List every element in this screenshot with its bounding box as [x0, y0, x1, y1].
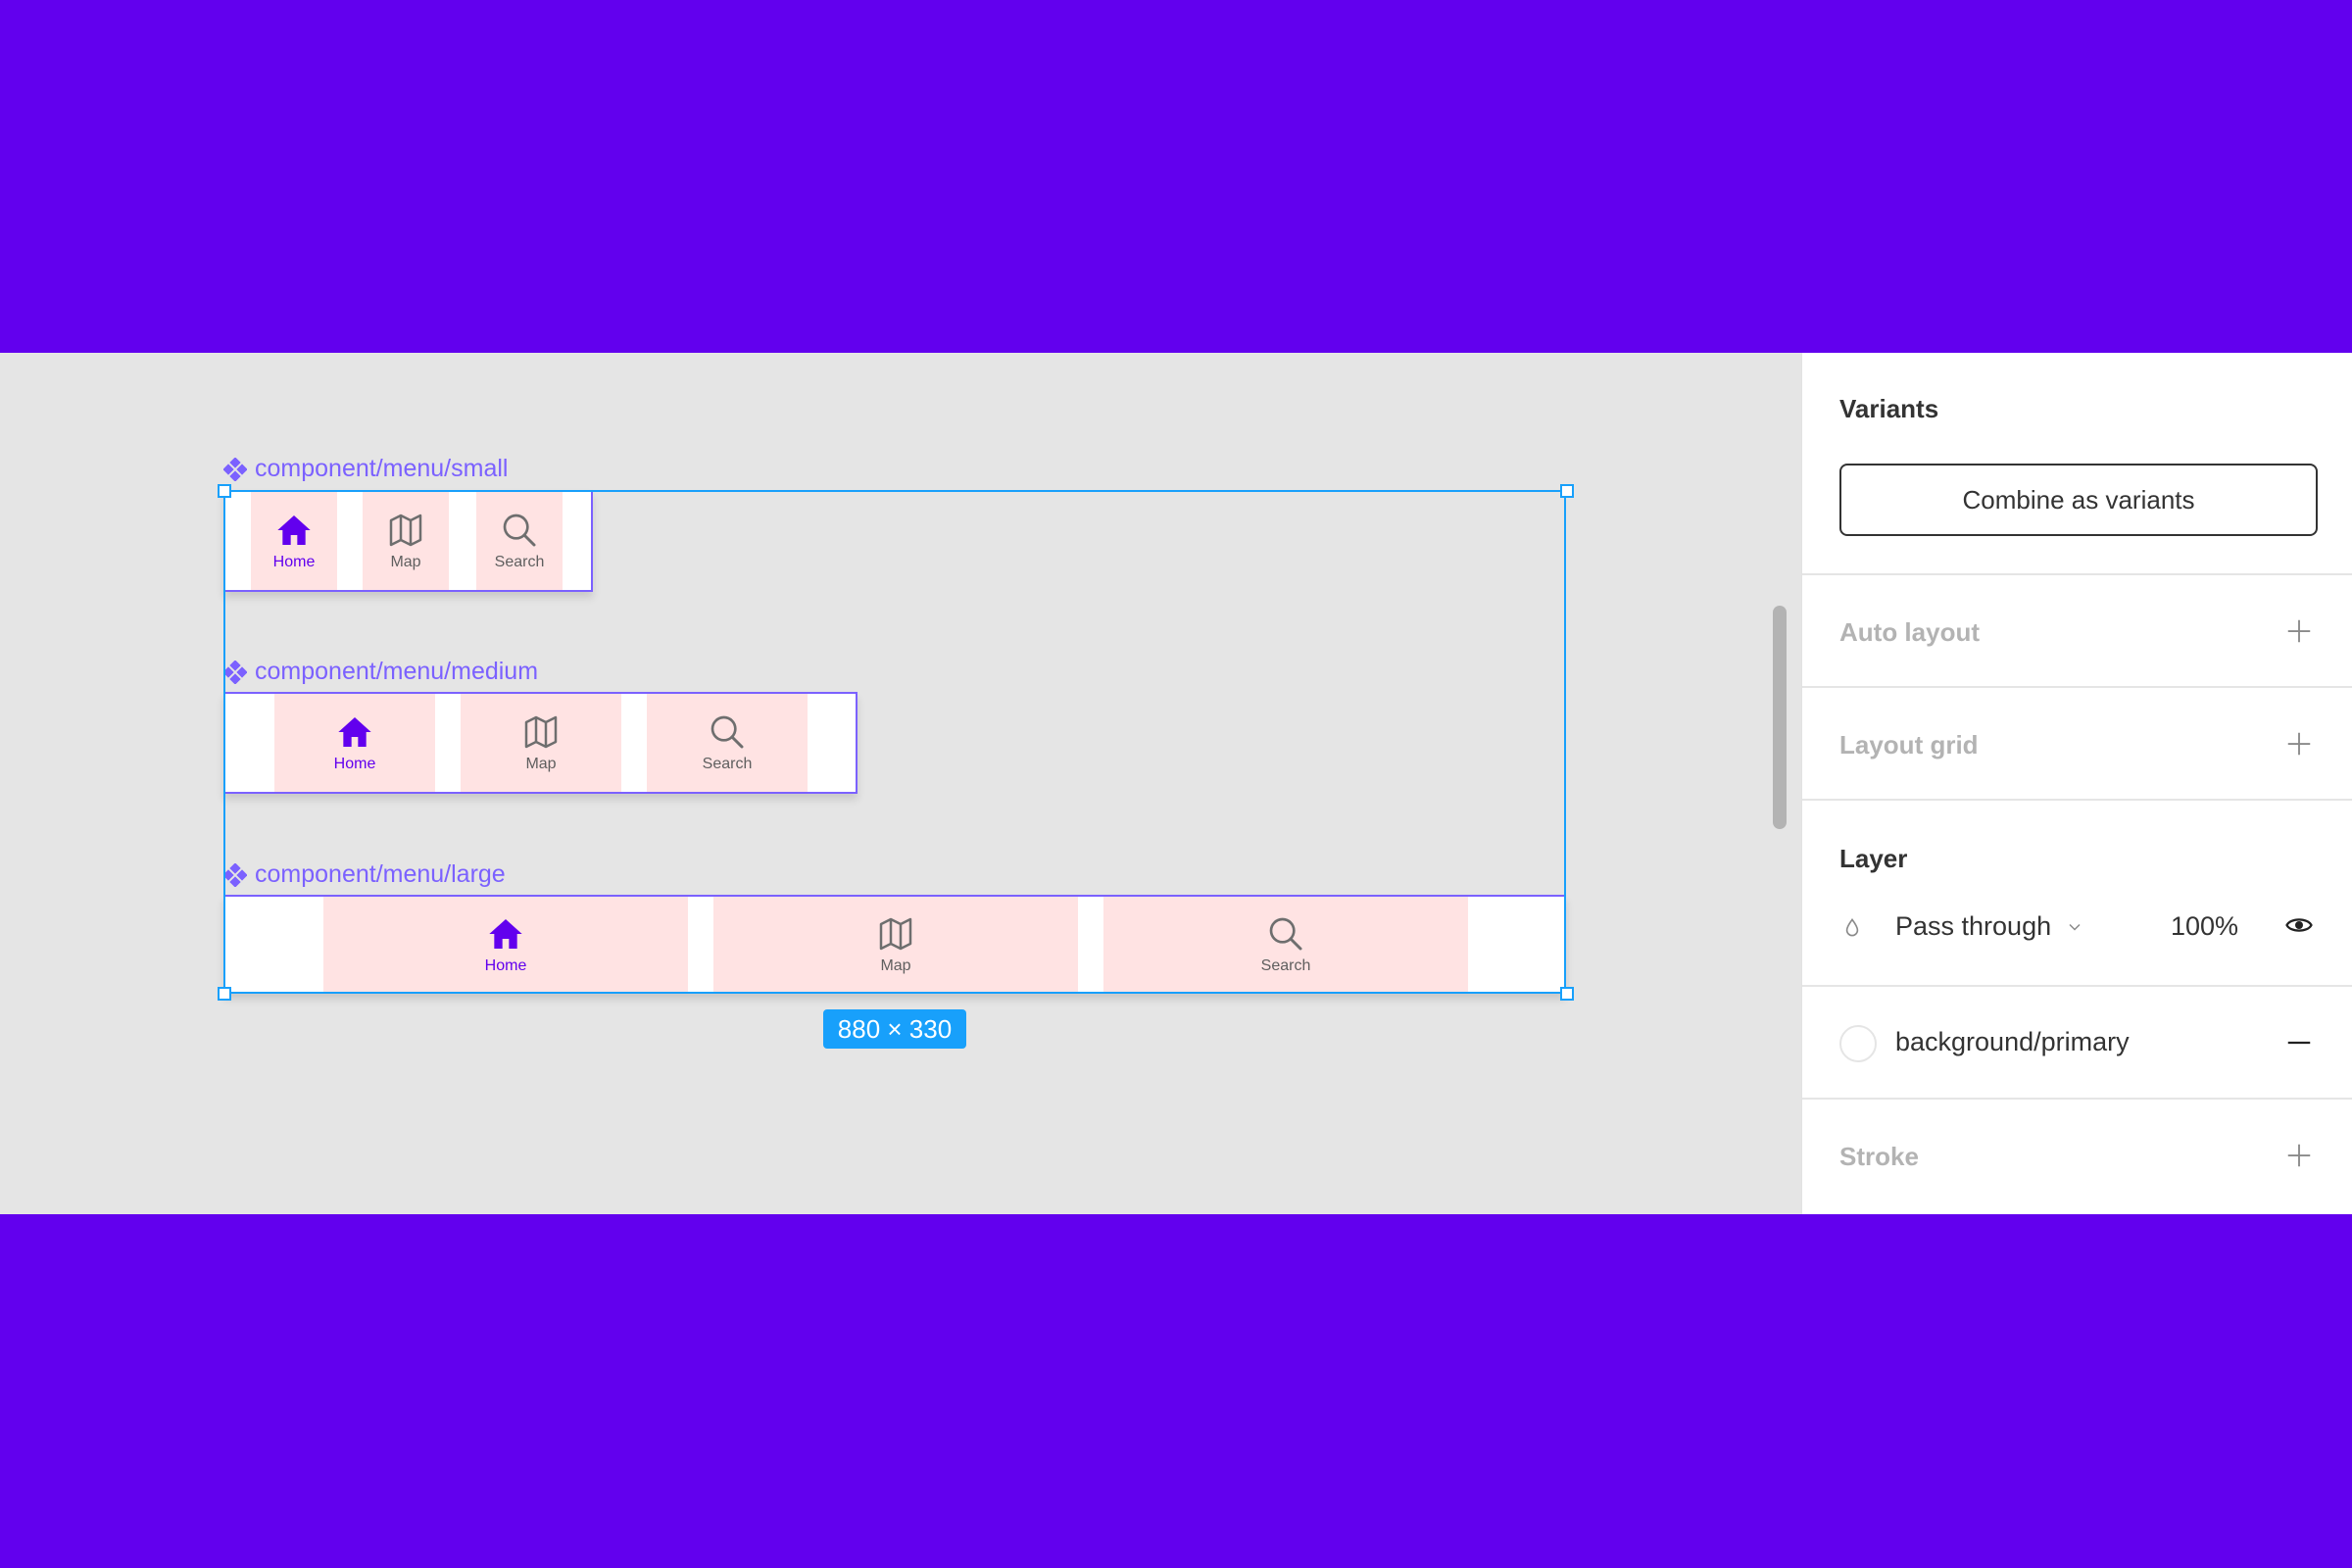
properties-panel: Variants Combine as variants Auto layout… [1801, 353, 2352, 1214]
menu-item-map[interactable]: Map [713, 897, 1078, 992]
resize-handle-top-right[interactable] [1560, 484, 1574, 498]
auto-layout-title: Auto layout [1839, 617, 1980, 647]
blend-mode-value: Pass through [1895, 911, 2052, 941]
component-label-small[interactable]: component/menu/small [223, 455, 508, 483]
component-name: component/menu/small [255, 455, 509, 482]
menu-item-label: Home [484, 956, 527, 974]
remove-fill-button[interactable] [2282, 1026, 2316, 1059]
variants-section: Variants Combine as variants [1802, 353, 2352, 575]
blend-mode-dropdown[interactable]: Pass through [1895, 911, 2084, 942]
component-icon [223, 457, 247, 481]
component-icon [223, 862, 247, 887]
fill-style-name[interactable]: background/primary [1895, 1027, 2130, 1056]
bottom-brand-band [0, 1214, 2352, 1568]
menu-item-label: Map [525, 756, 557, 772]
selection-size-badge: 880 × 330 [823, 1009, 966, 1049]
menu-item-home[interactable]: Home [323, 897, 688, 992]
variants-title: Variants [1839, 394, 1939, 423]
design-canvas[interactable]: component/menu/small Home Map Search com… [0, 353, 1801, 1214]
component-label-medium[interactable]: component/menu/medium [223, 658, 538, 686]
resize-handle-bottom-left[interactable] [218, 987, 231, 1001]
stroke-title: Stroke [1839, 1142, 1919, 1171]
menu-item-search[interactable]: Search [1103, 897, 1468, 992]
search-icon [1269, 917, 1302, 950]
stroke-section: Stroke [1802, 1100, 2352, 1214]
component-label-large[interactable]: component/menu/large [223, 860, 506, 889]
layer-section: Layer Pass through 100% [1802, 801, 2352, 987]
map-icon [879, 917, 912, 950]
map-icon [524, 715, 558, 749]
menu-item-label: Search [1260, 956, 1311, 974]
eye-icon [2285, 918, 2313, 932]
home-icon [338, 717, 371, 747]
fill-section: background/primary [1802, 987, 2352, 1100]
menu-item-home[interactable]: Home [274, 694, 435, 792]
menu-small-frame[interactable]: Home Map Search [223, 490, 593, 592]
combine-as-variants-button[interactable]: Combine as variants [1839, 464, 2318, 536]
color-swatch[interactable] [1839, 1025, 1877, 1062]
chevron-down-icon [2069, 923, 2081, 931]
menu-item-label: Home [333, 756, 376, 772]
layout-grid-section: Layout grid [1802, 688, 2352, 801]
menu-item-home[interactable]: Home [251, 492, 337, 590]
menu-item-search[interactable]: Search [476, 492, 563, 590]
minus-icon [2287, 1041, 2311, 1045]
top-brand-band [0, 0, 2352, 353]
menu-item-label: Search [702, 756, 753, 772]
layer-title: Layer [1839, 844, 1908, 873]
menu-item-map[interactable]: Map [461, 694, 621, 792]
menu-item-map[interactable]: Map [363, 492, 449, 590]
vertical-scrollbar[interactable] [1773, 606, 1787, 829]
map-icon [389, 514, 422, 547]
resize-handle-bottom-right[interactable] [1560, 987, 1574, 1001]
home-icon [489, 918, 522, 949]
menu-item-label: Map [880, 956, 911, 974]
plus-icon [2287, 732, 2311, 756]
resize-handle-top-left[interactable] [218, 484, 231, 498]
visibility-toggle[interactable] [2282, 908, 2316, 942]
add-layout-grid-button[interactable] [2282, 727, 2316, 760]
plus-icon [2287, 619, 2311, 643]
blend-mode-drop-icon [1845, 917, 1859, 937]
search-icon [710, 715, 744, 749]
menu-item-label: Home [272, 554, 316, 570]
search-icon [503, 514, 536, 547]
component-icon [223, 660, 247, 684]
menu-item-label: Map [390, 554, 421, 570]
menu-large-frame[interactable]: Home Map Search [223, 895, 1566, 994]
layout-grid-title: Layout grid [1839, 730, 1979, 760]
add-auto-layout-button[interactable] [2282, 614, 2316, 648]
menu-item-search[interactable]: Search [647, 694, 808, 792]
auto-layout-section: Auto layout [1802, 575, 2352, 688]
component-name: component/menu/large [255, 860, 506, 888]
component-name: component/menu/medium [255, 658, 539, 685]
menu-medium-frame[interactable]: Home Map Search [223, 692, 858, 794]
home-icon [277, 515, 311, 545]
opacity-input[interactable]: 100% [2171, 911, 2239, 941]
add-stroke-button[interactable] [2282, 1139, 2316, 1172]
menu-item-label: Search [494, 554, 545, 570]
plus-icon [2287, 1144, 2311, 1167]
